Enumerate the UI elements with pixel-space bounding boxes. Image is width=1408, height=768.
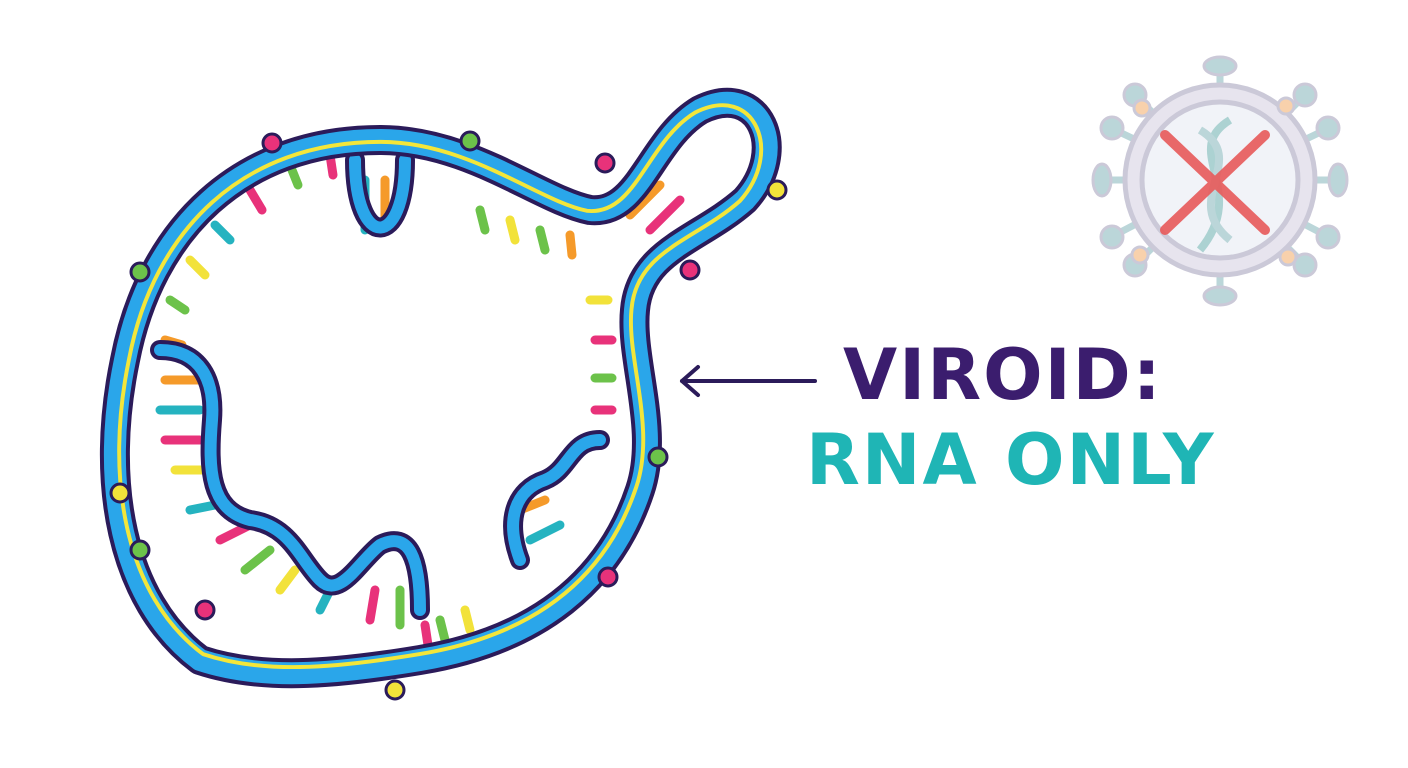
virus-crossed-out-icon xyxy=(1091,55,1349,307)
rna-only-subheading: RNA ONLY xyxy=(806,419,1216,501)
viroid-rna-illustration xyxy=(0,0,788,701)
arrow-left-icon xyxy=(680,365,817,397)
outer-nucleotides xyxy=(109,130,788,701)
viroid-heading: VIROID: xyxy=(843,334,1163,416)
base-pairs xyxy=(155,150,685,650)
